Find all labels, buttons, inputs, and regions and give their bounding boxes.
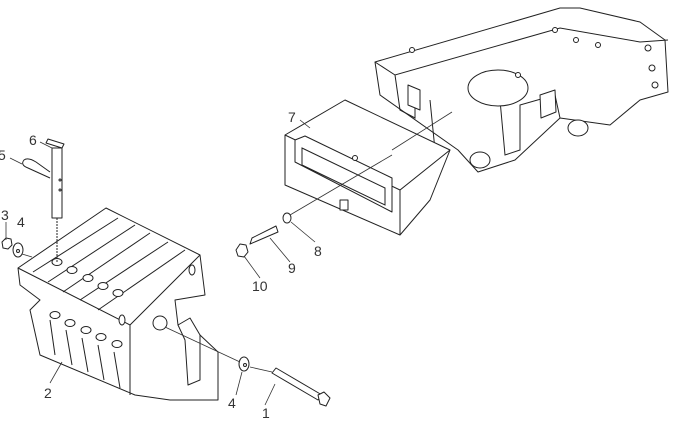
callout-4-lower: 4 bbox=[228, 395, 236, 411]
callout-4-upper: 4 bbox=[17, 214, 25, 230]
callout-1: 1 bbox=[262, 405, 270, 421]
washer bbox=[12, 242, 33, 258]
washer bbox=[238, 356, 250, 372]
callout-2: 2 bbox=[44, 385, 52, 401]
lock-washer bbox=[282, 212, 292, 224]
linch-pin-clip bbox=[22, 158, 51, 179]
hex-nut bbox=[235, 243, 249, 258]
front-frame-bracket bbox=[374, 7, 669, 173]
callout-5: 5 bbox=[0, 147, 6, 163]
callout-9: 9 bbox=[288, 260, 296, 276]
callout-7: 7 bbox=[288, 109, 296, 125]
stud-bolt bbox=[249, 225, 279, 245]
callout-8: 8 bbox=[314, 243, 322, 259]
ballast-weight bbox=[17, 207, 219, 401]
pin bbox=[45, 138, 65, 262]
callout-6: 6 bbox=[29, 132, 37, 148]
callout-10: 10 bbox=[252, 278, 268, 294]
mounting-block bbox=[284, 99, 453, 236]
bolt bbox=[249, 366, 331, 407]
nut bbox=[1, 237, 13, 250]
callout-3: 3 bbox=[1, 207, 9, 223]
